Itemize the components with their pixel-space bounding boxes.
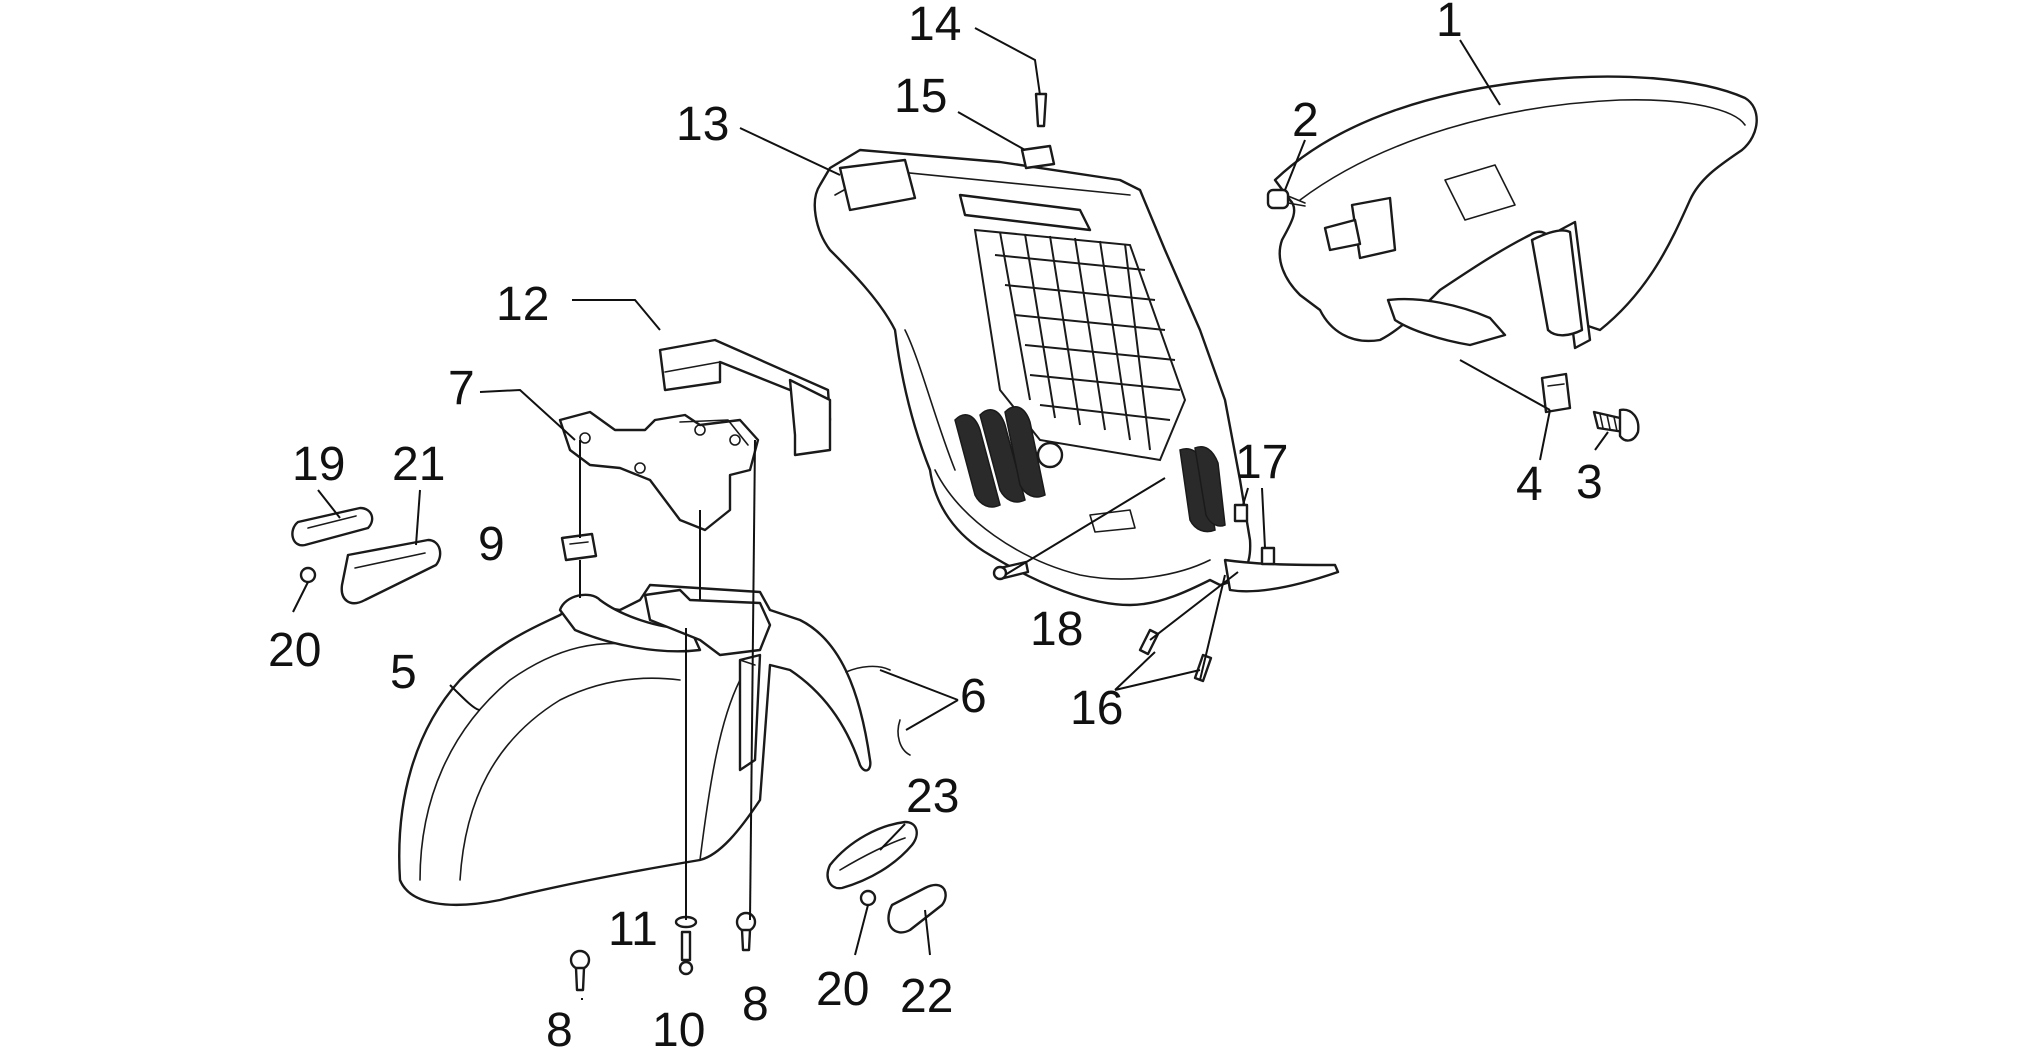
callout-5: 5 xyxy=(390,646,417,699)
callout-6: 6 xyxy=(960,670,987,723)
callout-3: 3 xyxy=(1576,456,1603,509)
callout-1: 1 xyxy=(1436,0,1463,47)
callout-13: 13 xyxy=(676,98,729,151)
part-screw-8-left xyxy=(569,949,591,992)
callout-7: 7 xyxy=(448,362,475,415)
part-reflector-holder-23 xyxy=(826,820,918,890)
callout-16: 16 xyxy=(1070,682,1123,735)
part-washer-20-right xyxy=(859,889,877,907)
part-screw-3 xyxy=(1592,408,1640,442)
callout-8-right: 8 xyxy=(742,978,769,1031)
part-inner-shield xyxy=(813,148,1340,607)
callout-8-left: 8 xyxy=(546,1004,573,1053)
part-reflector-21 xyxy=(340,538,442,605)
callout-14: 14 xyxy=(908,0,961,51)
part-screw-14 xyxy=(1034,92,1048,128)
callout-23: 23 xyxy=(906,770,959,823)
part-clips-17 xyxy=(1233,503,1276,566)
part-clip-nut-4 xyxy=(1540,372,1572,414)
part-bracket-12 xyxy=(658,338,832,457)
callout-12: 12 xyxy=(496,278,549,331)
callout-17: 17 xyxy=(1235,436,1288,489)
callout-11: 11 xyxy=(608,903,658,956)
part-washer-20-left xyxy=(299,566,317,584)
part-clip-9 xyxy=(560,532,598,562)
callout-18: 18 xyxy=(1030,603,1083,656)
part-screw-10 xyxy=(678,930,694,976)
callout-20-left: 20 xyxy=(268,624,321,677)
callout-22: 22 xyxy=(900,970,953,1023)
callout-20-right: 20 xyxy=(816,963,869,1016)
part-screw-8-right xyxy=(735,911,757,952)
part-screw-2 xyxy=(1266,188,1306,210)
callout-9: 9 xyxy=(478,518,505,571)
leader-lines xyxy=(292,27,1609,1000)
callout-4: 4 xyxy=(1516,458,1543,511)
part-front-mudguard xyxy=(398,583,872,906)
vent-slots-left xyxy=(954,406,1046,508)
callout-15: 15 xyxy=(894,70,947,123)
part-bracket-7 xyxy=(558,410,760,532)
part-reflector-22 xyxy=(887,883,947,934)
callout-labels: 1 2 3 4 5 6 7 8 8 9 10 11 12 13 14 15 16… xyxy=(268,0,1603,1053)
callout-21: 21 xyxy=(392,438,445,491)
callout-2: 2 xyxy=(1292,94,1319,147)
callout-19: 19 xyxy=(292,438,345,491)
vent-slots-right xyxy=(1179,446,1226,533)
grille-panel xyxy=(973,228,1187,462)
part-trims-6 xyxy=(845,665,911,756)
part-clip-15 xyxy=(1020,144,1056,170)
callout-10: 10 xyxy=(652,1004,705,1053)
part-reflector-holder-19 xyxy=(291,506,374,547)
part-rear-mudguard xyxy=(1273,75,1758,350)
